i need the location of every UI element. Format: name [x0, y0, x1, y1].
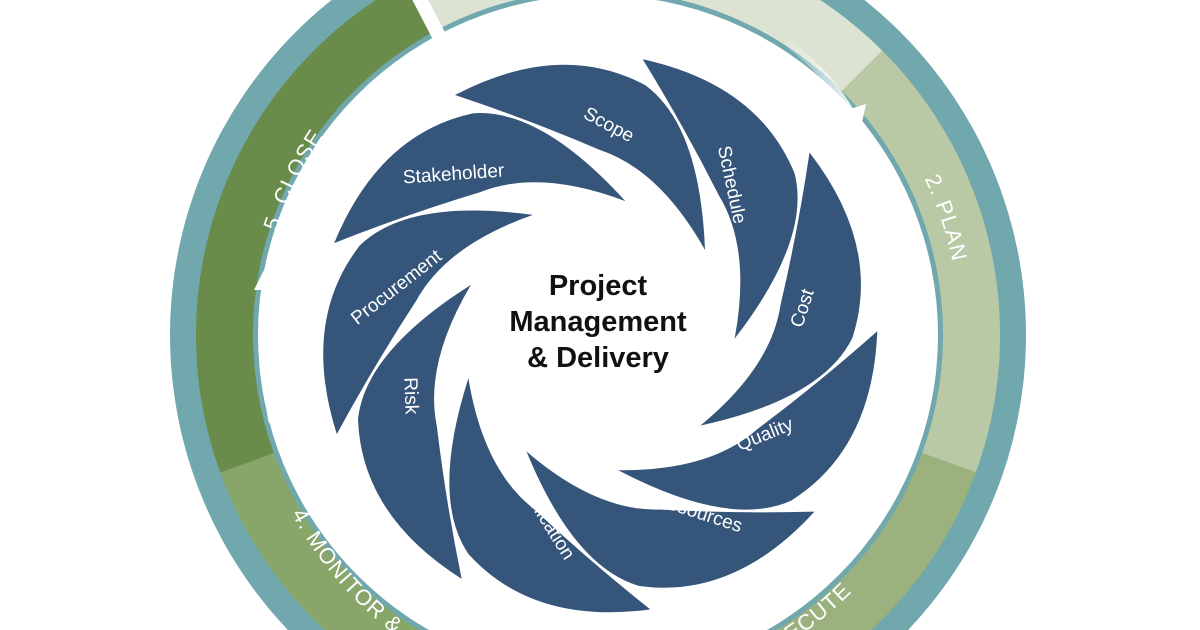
title-line-1: Project — [548, 270, 648, 302]
phase-ring — [196, 0, 1001, 630]
petal-schedule[interactable] — [543, 36, 854, 339]
petal-quality[interactable] — [618, 254, 903, 563]
diagram-title: Project Management & Delivery — [478, 268, 718, 376]
petal-human-resources[interactable] — [526, 366, 825, 626]
petal-scope[interactable] — [455, 64, 705, 250]
title-line-2: Management — [509, 306, 687, 338]
knowledge-area-petals — [307, 36, 903, 630]
petal-procurement[interactable] — [307, 183, 533, 461]
petal-cost[interactable] — [657, 147, 883, 426]
phase-segment-initiate[interactable] — [409, 0, 883, 91]
phase-segment-execute[interactable] — [628, 453, 976, 630]
knowledge-area-label-risk: Risk — [399, 377, 421, 415]
phase-divider — [412, 0, 447, 42]
phase-segment-close[interactable] — [196, 0, 436, 473]
petal-communication[interactable] — [405, 378, 703, 630]
title-line-3: & Delivery — [527, 342, 669, 374]
petal-risk[interactable] — [310, 284, 595, 594]
petal-stakeholder[interactable] — [315, 59, 626, 362]
phase-segment-monitor-control[interactable] — [220, 453, 633, 630]
phase-segment-plan[interactable] — [842, 50, 1001, 473]
